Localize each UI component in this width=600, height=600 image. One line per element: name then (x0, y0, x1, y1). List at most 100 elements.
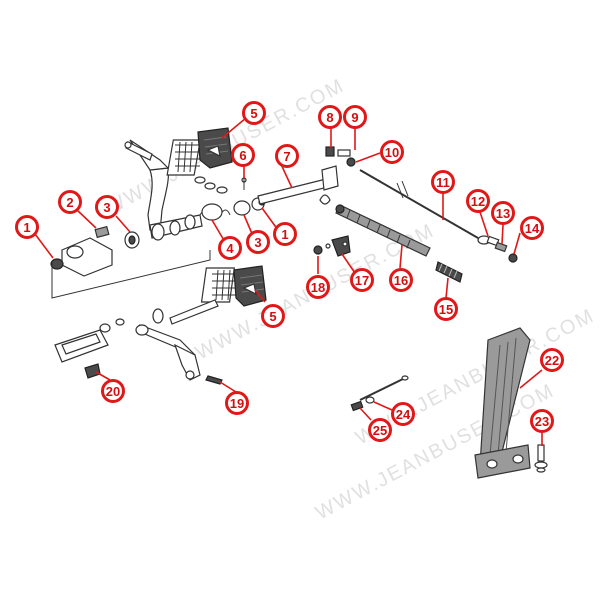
pedal-bolt (534, 444, 548, 473)
callout-12: 12 (466, 189, 490, 213)
callout-circle (306, 275, 330, 299)
callout-7: 7 (275, 144, 299, 168)
throttle-cable (359, 169, 491, 245)
callout-2: 2 (58, 190, 82, 214)
pedal-rubber-lower (233, 265, 267, 307)
callout-label: 5 (250, 106, 257, 121)
callout-circle (275, 144, 299, 168)
callout-circle (15, 215, 39, 239)
assembly-bracket-line (51, 250, 211, 299)
callout-15: 15 (434, 297, 458, 321)
pedal-assembly-upper (124, 139, 228, 241)
callout-22: 22 (540, 348, 564, 372)
callout-8: 8 (318, 105, 342, 129)
callout-9: 9 (343, 105, 367, 129)
callout-6: 6 (231, 143, 255, 167)
callout-label: 18 (311, 280, 325, 295)
callout-13: 13 (491, 201, 515, 225)
callout-4: 4 (218, 236, 242, 260)
callout-circle (343, 105, 367, 129)
callout-label: 25 (373, 423, 387, 438)
callout-5a: 5 (242, 101, 266, 125)
callout-circle (391, 402, 415, 426)
callout-label: 16 (394, 273, 408, 288)
callout-circle (520, 216, 544, 240)
callout-label: 13 (496, 206, 510, 221)
callout-20: 20 (101, 379, 125, 403)
callout-10: 10 (380, 140, 404, 164)
callout-circle (231, 143, 255, 167)
callout-label: 1 (281, 227, 288, 242)
callout-label: 4 (226, 241, 234, 256)
callout-label: 24 (396, 407, 411, 422)
callout-label: 7 (283, 149, 290, 164)
callout-label: 5 (269, 309, 276, 324)
callout-label: 22 (545, 353, 559, 368)
callout-circle (95, 195, 119, 219)
callout-11: 11 (431, 170, 455, 194)
pedal-rubber-upper (197, 127, 233, 169)
callout-circle (431, 170, 455, 194)
callout-circle (434, 297, 458, 321)
callout-label: 19 (230, 396, 244, 411)
callout-label: 14 (525, 221, 540, 236)
callout-label: 3 (103, 200, 110, 215)
callout-label: 10 (385, 145, 399, 160)
callout-24: 24 (391, 402, 415, 426)
pedal-assembly-lower (99, 267, 236, 381)
callout-1b: 1 (273, 222, 297, 246)
callout-circle (246, 230, 270, 254)
callout-circle (380, 140, 404, 164)
callout-label: 17 (355, 273, 369, 288)
callout-3a: 3 (95, 195, 119, 219)
accelerator-pedal (474, 327, 531, 479)
callout-label: 1 (23, 220, 30, 235)
cross-shaft (241, 165, 339, 205)
callout-label: 11 (436, 175, 450, 190)
callout-label: 20 (106, 384, 120, 399)
cable-bracket (313, 235, 351, 257)
callout-18: 18 (306, 275, 330, 299)
pivot-rod (350, 375, 409, 412)
callout-circle (218, 236, 242, 260)
callout-3b: 3 (246, 230, 270, 254)
clevis-parts (319, 146, 356, 205)
callout-circle (225, 391, 249, 415)
callout-label: 3 (254, 235, 261, 250)
callout-5b: 5 (261, 304, 285, 328)
cable-end-parts (486, 235, 518, 263)
callout-25: 25 (368, 418, 392, 442)
callout-circle (318, 105, 342, 129)
callout-circle (58, 190, 82, 214)
callout-17: 17 (350, 268, 374, 292)
callout-label: 9 (351, 110, 358, 125)
callout-23: 23 (530, 409, 554, 433)
callout-label: 15 (439, 302, 453, 317)
callout-circle (540, 348, 564, 372)
callout-label: 23 (535, 414, 549, 429)
cable-sleeve (335, 204, 431, 257)
small-spring (205, 375, 223, 385)
callout-label: 12 (471, 194, 485, 209)
callout-circle (530, 409, 554, 433)
callout-label: 2 (66, 195, 73, 210)
callout-circle (491, 201, 515, 225)
callout-19: 19 (225, 391, 249, 415)
callout-16: 16 (389, 268, 413, 292)
callout-circle (261, 304, 285, 328)
callout-14: 14 (520, 216, 544, 240)
footrest-plate (54, 329, 109, 379)
leader-lines (34, 117, 543, 446)
callout-circle (389, 268, 413, 292)
return-spring (199, 197, 266, 221)
callout-circle (368, 418, 392, 442)
callout-circle (101, 379, 125, 403)
callout-circle (273, 222, 297, 246)
callout-1a: 1 (15, 215, 39, 239)
rubber-boot (435, 261, 463, 283)
callout-circle (466, 189, 490, 213)
callout-circle (350, 268, 374, 292)
callout-label: 6 (239, 148, 246, 163)
